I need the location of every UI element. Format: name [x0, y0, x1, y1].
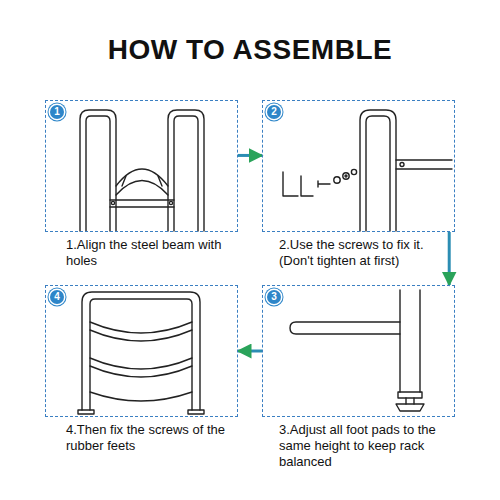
frame-with-screws-part	[301, 176, 313, 196]
step-caption: 2.Use the screws to fix it. (Don't tight…	[279, 237, 447, 269]
step-number: 3	[267, 290, 281, 304]
foot-pad-detail-part	[398, 392, 422, 398]
frame-with-screws	[283, 110, 452, 231]
frame-and-beam-part	[174, 116, 198, 231]
assembled-rack-part	[90, 330, 192, 341]
frame-and-beam	[80, 110, 204, 231]
frame-and-beam-part	[86, 116, 110, 231]
frame-with-screws-part	[351, 169, 356, 174]
step-panel: 33.Adjust all foot pads to the same heig…	[262, 285, 455, 417]
step-caption: 1.Align the steel beam with holes	[66, 237, 238, 269]
page-title: HOW TO ASSEMBLE	[0, 34, 500, 66]
foot-pad-detail-part	[400, 290, 420, 392]
step-arrow	[238, 154, 262, 157]
frame-and-beam-part	[110, 200, 174, 207]
foot-pad-detail-part	[406, 398, 414, 404]
step-arrow	[238, 350, 262, 353]
step-number: 1	[50, 105, 64, 119]
assembled-rack	[78, 292, 204, 414]
step-caption: 3.Adjust all foot pads to the same heigh…	[279, 422, 454, 470]
assembled-rack-part	[82, 292, 200, 410]
frame-and-beam-part	[111, 201, 114, 204]
assembled-rack-part	[90, 299, 192, 410]
step-number: 2	[267, 105, 281, 119]
frame-and-beam-part	[168, 110, 204, 231]
step-panel: 22.Use the screws to fix it. (Don't tigh…	[262, 100, 455, 232]
foot-pad-detail-part	[396, 404, 424, 411]
frame-with-screws-part	[396, 160, 452, 169]
frame-with-screws-part	[400, 163, 404, 167]
step-number: 4	[50, 290, 64, 304]
frame-with-screws-part	[360, 110, 396, 231]
frame-with-screws-part	[366, 116, 390, 231]
foot-pad-detail-part	[290, 322, 400, 334]
frame-with-screws-part	[318, 181, 330, 187]
assembled-rack-part	[90, 358, 192, 369]
frame-with-screws-part	[343, 173, 349, 179]
step-arrow	[448, 232, 451, 285]
assembled-rack-part	[90, 392, 192, 401]
frame-and-beam-part	[116, 169, 168, 186]
frame-with-screws-part	[345, 175, 347, 177]
frame-and-beam-part	[80, 110, 116, 231]
foot-pad-detail	[290, 290, 424, 411]
step-drawings	[78, 110, 452, 414]
step-caption: 4.Then fix the screws of the rubber feet…	[66, 422, 238, 454]
assembled-rack-part	[78, 410, 204, 414]
frame-with-screws-part	[334, 177, 340, 183]
frame-and-beam-part	[122, 176, 162, 186]
frame-and-beam-part	[169, 201, 172, 204]
step-panel: 44.Then fix the screws of the rubber fee…	[45, 285, 238, 417]
frame-with-screws-part	[283, 172, 298, 196]
assembled-rack-part	[90, 366, 192, 377]
step-panel: 11.Align the steel beam with holes	[45, 100, 238, 232]
assembled-rack-part	[90, 322, 192, 333]
